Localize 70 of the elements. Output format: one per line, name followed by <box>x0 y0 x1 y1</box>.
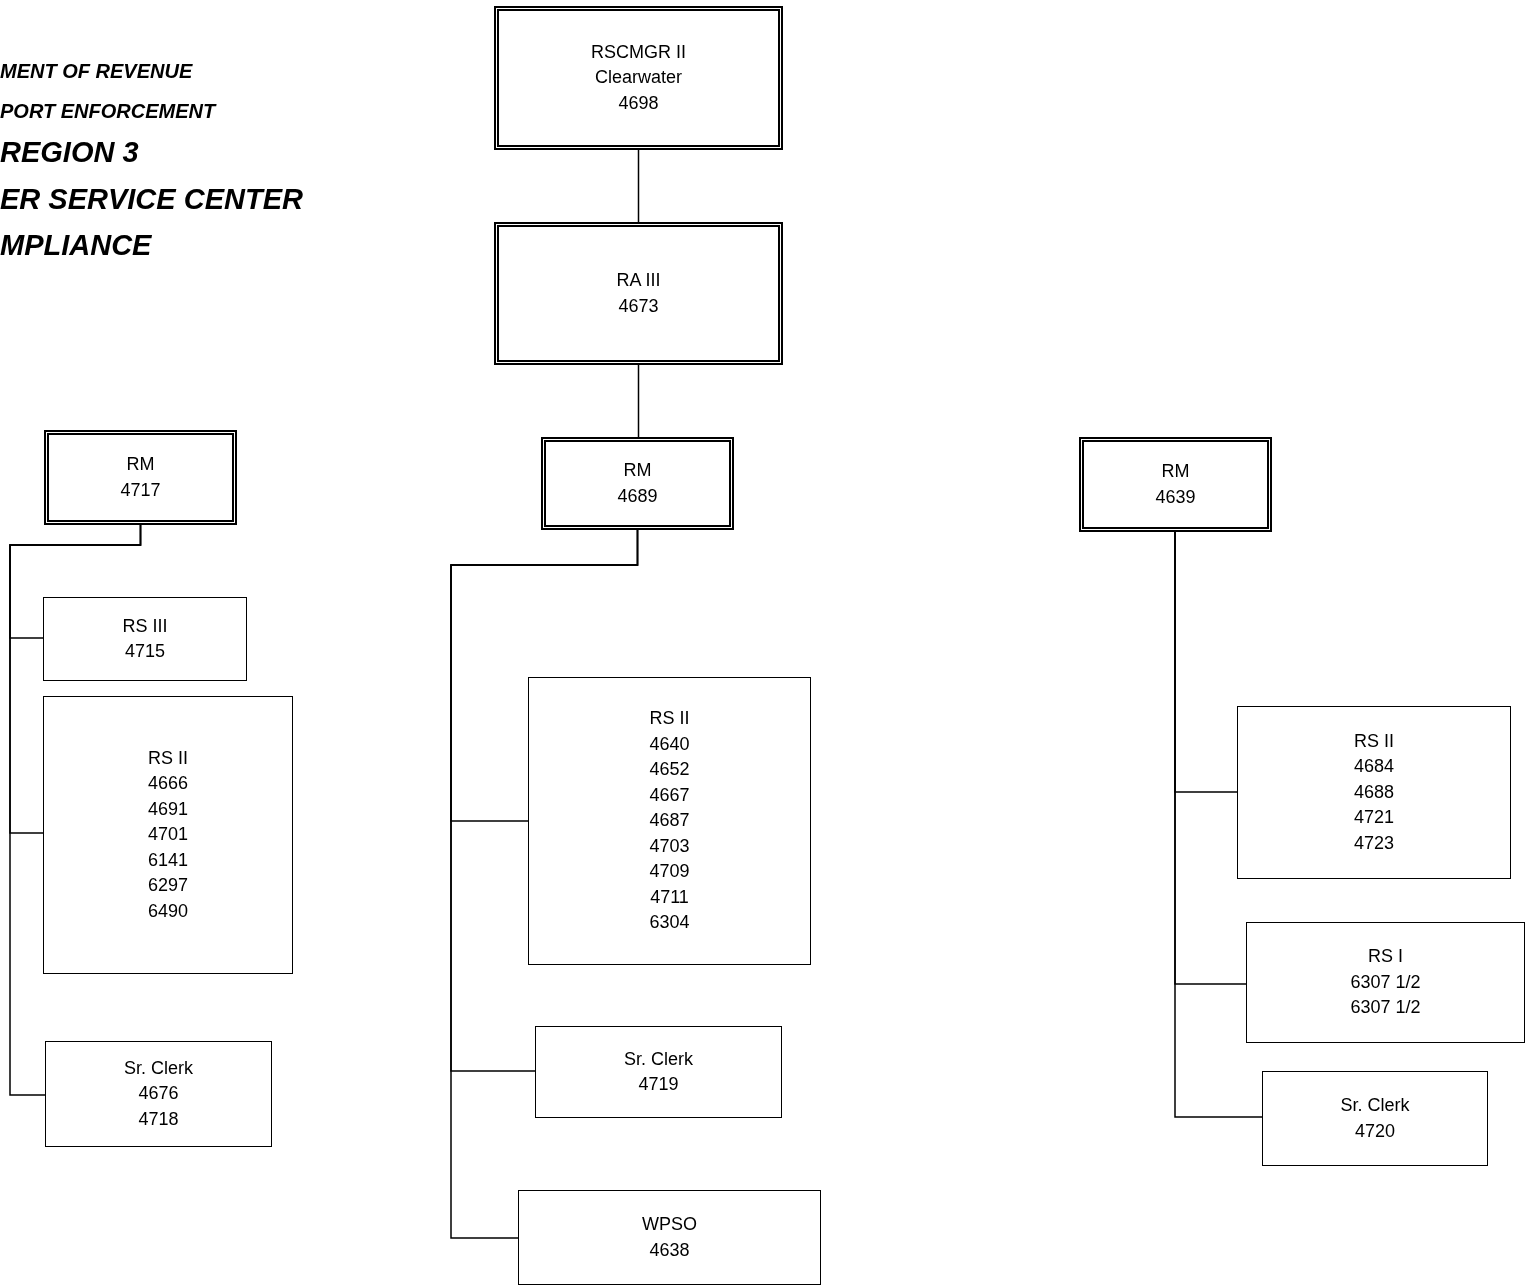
position-text: RM <box>623 459 652 482</box>
position-text: 4688 <box>1353 780 1394 804</box>
position-text: Sr. Clerk <box>1340 1094 1410 1117</box>
heading-text: ER SERVICE CENTER <box>0 183 303 216</box>
position-text: Clearwater <box>595 66 682 90</box>
connector-line <box>450 529 639 1239</box>
position-box <box>1079 437 1272 532</box>
position-text: 4723 <box>1353 831 1394 855</box>
position-box <box>494 6 783 150</box>
position-text: 4689 <box>617 484 658 508</box>
position-text: 6141 <box>147 848 188 872</box>
position-text: 6307 1/2 <box>1350 996 1421 1020</box>
position-text: 4715 <box>124 640 165 663</box>
position-text: 4684 <box>1353 755 1394 779</box>
position-text: 4652 <box>649 758 690 782</box>
position-text: 4676 <box>138 1082 179 1106</box>
position-box <box>518 1190 821 1285</box>
position-box <box>43 696 293 974</box>
position-text: 4718 <box>138 1107 179 1131</box>
position-text: 6490 <box>147 899 188 923</box>
position-text: 6307 1/2 <box>1350 970 1421 994</box>
position-text: RA III <box>616 269 661 292</box>
position-text: RS III <box>122 614 168 638</box>
position-text: RS I <box>1368 945 1403 969</box>
position-box <box>45 1041 272 1147</box>
connector-line <box>9 524 142 1096</box>
position-text: 4701 <box>147 823 188 847</box>
position-text: 4640 <box>649 732 690 756</box>
connector-line <box>1174 531 1263 1118</box>
position-text: RM <box>1161 460 1190 483</box>
position-box <box>494 222 783 365</box>
position-text: Sr. Clerk <box>624 1047 693 1071</box>
position-text: 6304 <box>649 911 690 935</box>
position-text: 4717 <box>120 478 161 502</box>
position-text: 4687 <box>649 809 690 833</box>
connector-line <box>637 149 640 223</box>
position-text: 4698 <box>618 91 659 115</box>
position-text: RS II <box>649 707 690 731</box>
position-text: 4639 <box>1155 485 1196 509</box>
position-text: 4711 <box>650 885 689 909</box>
position-text: 4709 <box>649 860 690 884</box>
position-box <box>44 430 237 525</box>
position-text: Sr. Clerk <box>124 1056 193 1080</box>
position-text: RS II <box>148 746 188 770</box>
position-text: 4667 <box>649 783 690 807</box>
position-box <box>1262 1071 1488 1166</box>
position-text: 4721 <box>1353 806 1394 830</box>
heading-text: PORT ENFORCEMENT <box>0 100 216 123</box>
position-box <box>1237 706 1511 879</box>
position-text: 4666 <box>147 772 188 796</box>
position-text: RS II <box>1354 729 1394 753</box>
position-text: 4638 <box>649 1238 690 1262</box>
connector-line <box>637 364 640 438</box>
position-text: RSCMGR II <box>591 40 686 64</box>
position-box <box>528 677 811 965</box>
position-text: 4703 <box>649 834 690 858</box>
heading-text: MPLIANCE <box>0 229 152 262</box>
position-text: WPSO <box>642 1213 697 1236</box>
position-box <box>43 597 247 681</box>
position-box <box>535 1026 782 1118</box>
position-text: 4720 <box>1354 1119 1395 1143</box>
position-text: 4691 <box>147 797 188 821</box>
position-text: 4673 <box>618 294 659 318</box>
position-text: RM <box>126 453 155 476</box>
position-text: 6297 <box>147 874 188 898</box>
heading-text: MENT OF REVENUE <box>0 60 193 83</box>
position-box <box>541 437 734 530</box>
position-text: 4719 <box>638 1073 679 1096</box>
heading-text: REGION 3 <box>0 136 139 169</box>
position-box <box>1246 922 1525 1043</box>
